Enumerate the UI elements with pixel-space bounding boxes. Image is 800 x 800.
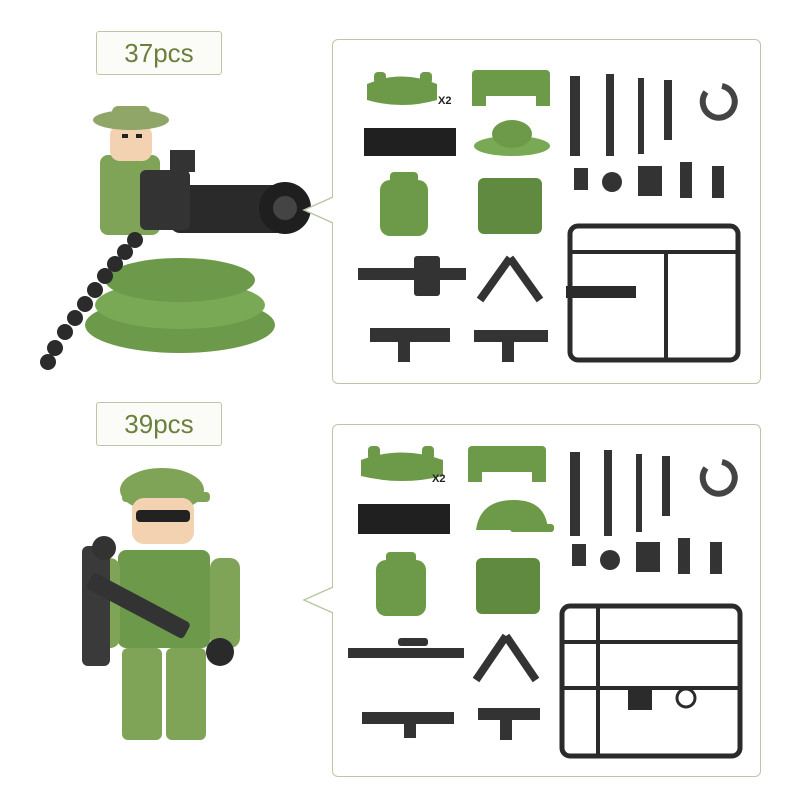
set-2-panel-pointer	[302, 586, 334, 614]
set-1-small-accessories-part	[574, 162, 724, 198]
set-1-black-plate-part	[364, 128, 456, 156]
set-2-multiplier-text: X2	[432, 473, 446, 485]
set-2-count-text: 39pcs	[124, 408, 194, 439]
set-1-backpack-part	[380, 172, 428, 236]
set-1-smg-part-a	[370, 328, 450, 362]
set-1-sandbag-part	[367, 72, 437, 105]
set-1-bipod-part	[476, 255, 544, 303]
set-1-count-text: 37pcs	[124, 37, 194, 68]
set-2-backpack-part	[376, 552, 426, 616]
set-1-multiplier-text: X2	[438, 95, 452, 107]
set-2-count-label: 39pcs	[96, 402, 222, 446]
set-2-sniper-rifle-part	[348, 638, 464, 658]
set-2-black-plate-part	[358, 504, 450, 534]
set-1-assault-rifle-part	[358, 256, 466, 296]
set-1-smg-part-b	[474, 330, 548, 362]
set-2-sprue-frame-part	[559, 603, 743, 759]
set-1-sprue-frame-part	[566, 223, 741, 363]
set-1-multiplier-label: X2	[438, 95, 451, 107]
set-1-minifigure-gatling	[40, 106, 311, 370]
set-2-field-cap-part	[476, 500, 554, 532]
set-2-sandbag-part	[361, 446, 443, 481]
set-1-melee-weapons-part	[570, 74, 738, 156]
set-2-multiplier-label: X2	[432, 473, 445, 485]
set-1-panel-pointer	[302, 196, 334, 224]
set-2-small-accessories-part	[572, 538, 722, 574]
set-2-bipod-part	[472, 633, 540, 683]
set-2-vest-part	[476, 558, 540, 614]
set-2-smg-part	[478, 708, 540, 740]
set-1-gun-mount-part	[472, 70, 550, 106]
set-2-melee-weapons-part	[570, 450, 738, 536]
set-1-vest-part	[478, 178, 542, 234]
set-1-count-label: 37pcs	[96, 31, 222, 75]
set-2-gun-mount-part	[468, 446, 546, 482]
set-2-bullpup-rifle-part	[362, 712, 454, 738]
set-1-boonie-hat-part	[474, 120, 550, 156]
set-2-minifigure-sniper	[82, 468, 240, 740]
